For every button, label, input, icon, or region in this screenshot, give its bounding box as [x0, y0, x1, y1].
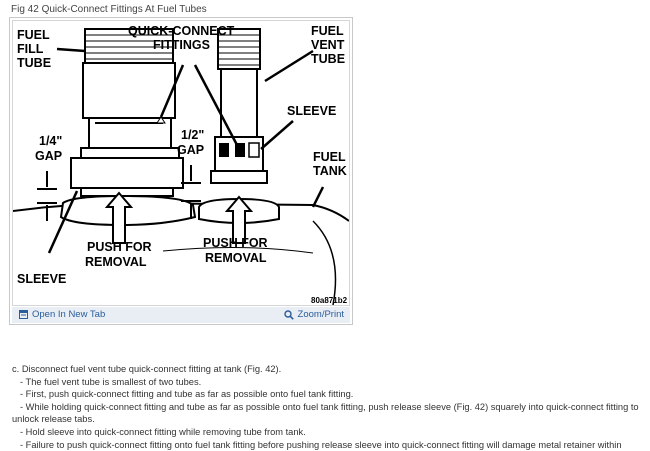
fill-tube-hose	[84, 28, 174, 64]
figure-frame: FUEL FILL TUBE QUICK-CONNECT FITTINGS FU…	[9, 17, 353, 325]
figure-toolbar: Open In New Tab Zoom/Print	[12, 307, 350, 323]
label-fuel-vent-3: TUBE	[311, 52, 345, 66]
instruction-bullet: - First, push quick-connect fitting and …	[20, 389, 354, 400]
leader-lines	[47, 47, 325, 254]
label-fuel-vent-1: FUEL	[311, 24, 344, 38]
magnifier-icon	[283, 309, 294, 320]
label-fuel-vent-2: VENT	[311, 38, 345, 52]
instruction-bullet: - The fuel vent tube is smallest of two …	[20, 376, 202, 387]
label-gap-quarter-1: 1/4"	[39, 134, 62, 148]
tank-side-outline	[312, 220, 337, 305]
tank-seam	[162, 246, 314, 254]
instruction-continuation: unlock release tabs.	[12, 414, 95, 425]
push-arrow-right	[224, 195, 254, 244]
label-quick-connect-1: QUICK-CONNECT	[128, 24, 235, 38]
push-arrow-left	[104, 191, 134, 244]
label-push-right-1: PUSH FOR	[203, 236, 268, 250]
instruction-bullet: - Failure to push quick-connect fitting …	[20, 439, 622, 450]
open-in-new-tab-link[interactable]: Open In New Tab	[19, 309, 105, 320]
label-fuel-tank-1: FUEL	[313, 150, 346, 164]
instruction-bullet: - While holding quick-connect fitting an…	[20, 401, 639, 412]
instruction-step: c. Disconnect fuel vent tube quick-conne…	[12, 364, 282, 374]
label-sleeve-left: SLEEVE	[17, 272, 66, 286]
open-in-new-tab-label: Open In New Tab	[32, 309, 106, 320]
label-gap-quarter-2: GAP	[35, 149, 62, 163]
label-fuel-fill-1: FUEL	[17, 28, 50, 42]
figure-illustration[interactable]: FUEL FILL TUBE QUICK-CONNECT FITTINGS FU…	[12, 20, 350, 306]
gap-marker-left	[37, 171, 57, 221]
label-quick-connect-2: FITTINGS	[153, 38, 210, 52]
label-push-right-2: REMOVAL	[205, 251, 267, 265]
figure-caption: Fig 42 Quick-Connect Fittings At Fuel Tu…	[11, 4, 207, 15]
fill-tube-fitting	[59, 62, 197, 227]
fitting-diagram: FUEL FILL TUBE QUICK-CONNECT FITTINGS FU…	[13, 24, 349, 305]
gap-marker-right	[181, 165, 201, 219]
instruction-text: c. Disconnect fuel vent tube quick-conne…	[12, 363, 642, 451]
label-gap-half-1: 1/2"	[181, 128, 204, 142]
instruction-bullet: - Hold sleeve into quick-connect fitting…	[20, 426, 306, 437]
label-sleeve-right: SLEEVE	[287, 104, 336, 118]
new-tab-icon	[19, 310, 28, 319]
label-push-left-2: REMOVAL	[85, 255, 147, 269]
label-gap-half-2: GAP	[177, 143, 204, 157]
label-push-left-1: PUSH FOR	[87, 240, 152, 254]
label-fuel-tank-2: TANK	[313, 164, 347, 178]
image-code: 80a871b2	[311, 296, 348, 305]
label-fuel-fill-3: TUBE	[17, 56, 51, 70]
zoom-print-label: Zoom/Print	[297, 309, 344, 320]
label-fuel-fill-2: FILL	[17, 42, 44, 56]
zoom-print-link[interactable]: Zoom/Print	[283, 309, 344, 320]
